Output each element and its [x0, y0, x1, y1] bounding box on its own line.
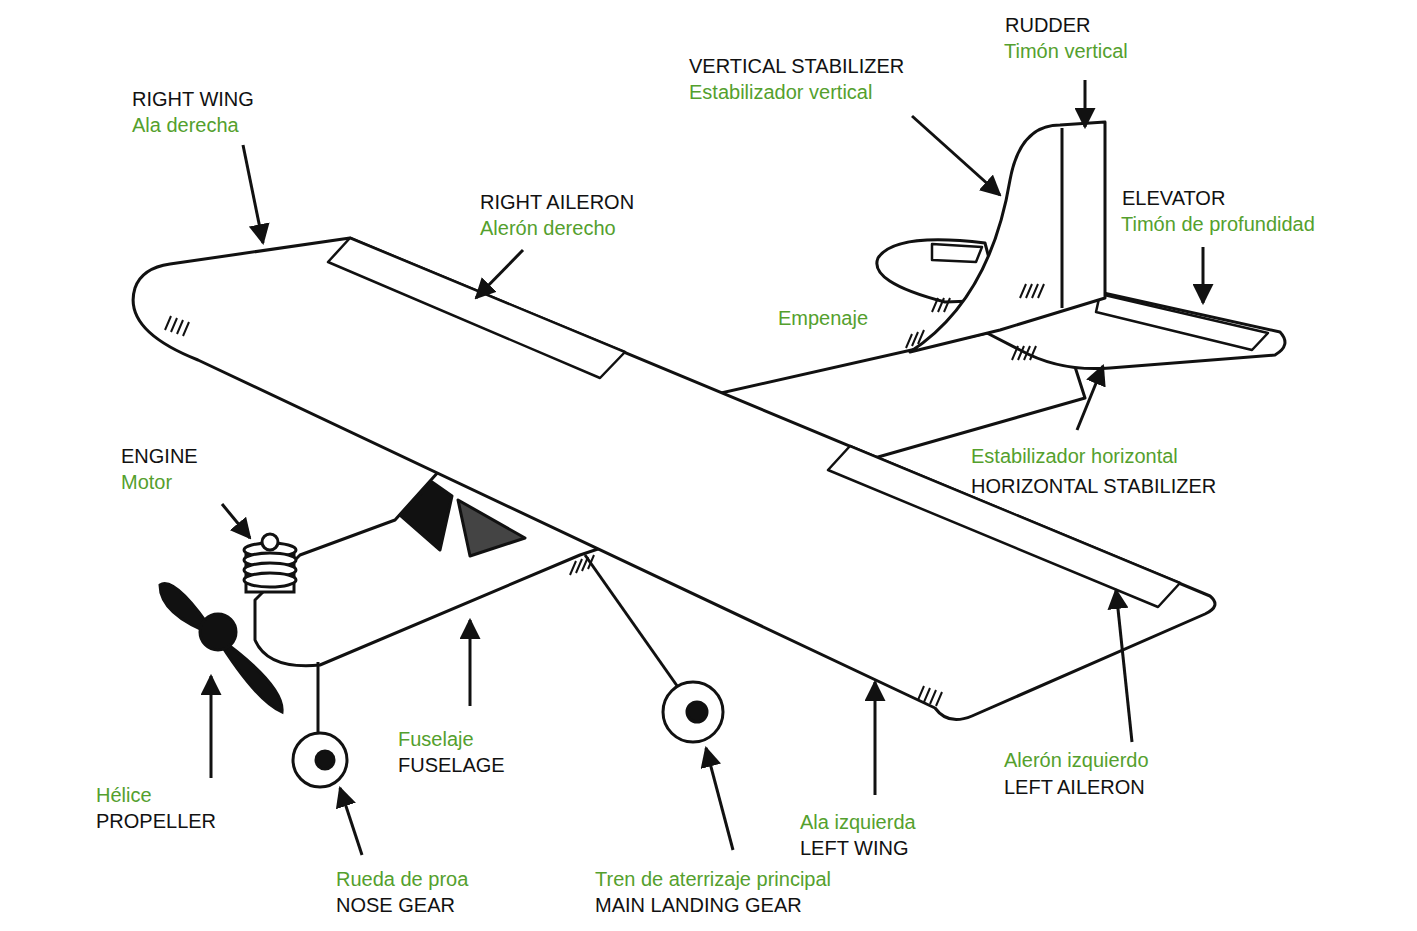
leader-arrow [1202, 247, 1205, 303]
part-label: Ala izquierda [800, 810, 916, 834]
vertical-stabilizer [910, 122, 1105, 352]
part-label: ELEVATOR [1122, 186, 1225, 210]
hatch-marks [1012, 346, 1036, 360]
part-label: Alerón izquierdo [1004, 748, 1149, 772]
engine-head [262, 534, 278, 550]
part-label: Hélice [96, 783, 152, 807]
right-aileron-surface [328, 238, 625, 378]
leader-lines [211, 80, 1203, 855]
part-label: RIGHT WING [132, 87, 254, 111]
leader-arrow [706, 748, 733, 850]
part-label: MAIN LANDING GEAR [595, 893, 802, 917]
propeller [160, 584, 282, 712]
leader-arrow [1084, 80, 1087, 127]
part-label: RUDDER [1005, 13, 1091, 37]
cabin-window [400, 482, 452, 550]
part-label: Fuselaje [398, 727, 474, 751]
part-label: Alerón derecho [480, 216, 616, 240]
engine-fin [244, 573, 296, 587]
part-label: Estabilizador horizontal [971, 444, 1178, 468]
main-gear-strut [585, 555, 680, 690]
part-label: Rueda de proa [336, 867, 468, 891]
engine [244, 534, 296, 592]
part-label: Tren de aterrizaje principal [595, 867, 831, 891]
nose-gear-strut [317, 662, 320, 735]
part-label: FUSELAGE [398, 753, 505, 777]
airframe [133, 122, 1285, 720]
nose-wheel-hub [316, 751, 334, 769]
hatch-marks [1020, 284, 1044, 298]
nose-wheel [293, 733, 347, 787]
part-label: HORIZONTAL STABILIZER [971, 474, 1216, 498]
hatching [165, 284, 1044, 706]
part-label: PROPELLER [96, 809, 216, 833]
leader-arrow [469, 620, 472, 706]
leader-arrow [912, 116, 1000, 195]
part-label: Timón vertical [1004, 39, 1128, 63]
part-label: Empenaje [778, 306, 868, 330]
landing-gear [293, 555, 723, 787]
elevator-surface [1096, 294, 1268, 350]
leader-arrow [1077, 366, 1103, 430]
leader-arrow [222, 504, 250, 538]
part-label: ENGINE [121, 444, 198, 468]
part-label: Motor [121, 470, 172, 494]
left-elevator-half [932, 244, 982, 262]
main-wheel-hub [687, 702, 707, 722]
leader-arrow [476, 250, 523, 298]
leader-arrow [340, 788, 362, 855]
propeller-hub [200, 614, 236, 650]
part-label: Ala derecha [132, 113, 239, 137]
hatch-marks [932, 298, 950, 312]
part-label: NOSE GEAR [336, 893, 455, 917]
cabin-window [458, 500, 525, 556]
part-label: Timón de profundidad [1121, 212, 1315, 236]
hatch-marks [165, 316, 189, 336]
leader-arrow [243, 145, 263, 243]
leader-arrow [210, 676, 213, 778]
part-label: LEFT AILERON [1004, 775, 1145, 799]
left-aileron-surface [828, 446, 1180, 607]
part-label: VERTICAL STABILIZER [689, 54, 904, 78]
part-label: Estabilizador vertical [689, 80, 872, 104]
main-wheel [663, 682, 723, 742]
rudder-hinge-line [1061, 128, 1064, 308]
part-label: LEFT WING [800, 836, 909, 860]
leader-arrow [874, 682, 877, 795]
hatch-marks [918, 686, 942, 706]
part-label: RIGHT AILERON [480, 190, 634, 214]
leader-arrow [1116, 590, 1132, 742]
hatch-marks [906, 330, 924, 348]
